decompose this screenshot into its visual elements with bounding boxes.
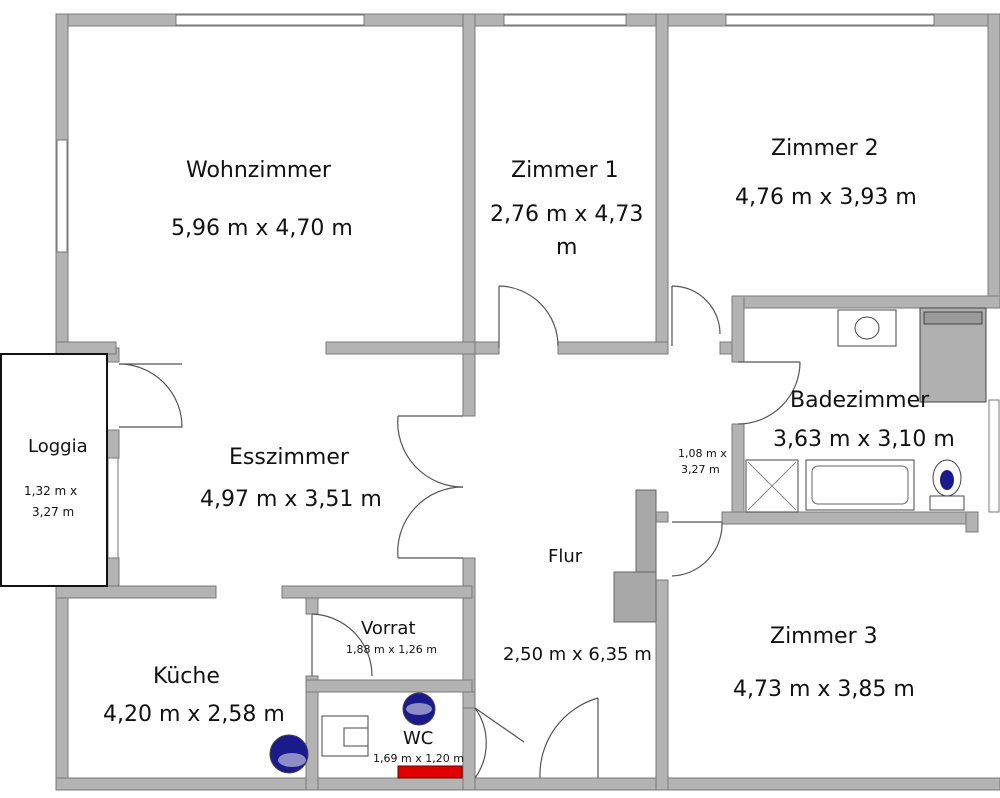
kueche-size: 4,20 m x 2,58 m [103, 702, 285, 727]
zimmer1-name: Zimmer 1 [511, 158, 619, 183]
wall-bath-top [731, 295, 1000, 309]
chimney-shaft [613, 489, 657, 623]
zimmer2-name: Zimmer 2 [771, 136, 879, 161]
wohnzimmer-name: Wohnzimmer [186, 158, 331, 183]
wall-vorrat-bottom [305, 679, 473, 693]
washing-machine-top [923, 311, 983, 325]
wall-vorrat-left-b [305, 675, 319, 791]
vorrat-size: 1,88 m x 1,26 m [346, 643, 437, 656]
window-bath-right [988, 399, 1000, 513]
wall-bath-right-stub [965, 511, 979, 533]
windows [56, 14, 1000, 559]
bath-sink-basin [854, 316, 880, 340]
wall-bottom [55, 777, 1000, 791]
wall-z3-topstub [655, 511, 669, 523]
esszimmer-name: Esszimmer [229, 445, 349, 470]
shower-cross [747, 461, 797, 511]
loggia-size-line1: 1,32 m x [24, 484, 78, 498]
window-z1-top [503, 14, 627, 26]
wc-size: 1,69 m x 1,20 m [373, 752, 464, 765]
flur-size: 2,50 m x 6,35 m [503, 644, 652, 665]
wall-bath-left-a [731, 295, 745, 363]
badezimmer-size: 3,63 m x 3,10 m [773, 427, 955, 452]
wall-bath-left-b [731, 423, 745, 517]
flur-name: Flur [548, 546, 583, 567]
wall-ess-flur-a [462, 353, 476, 417]
zimmer2-size: 4,76 m x 3,93 m [735, 185, 917, 210]
zimmer1-size-line2: m [556, 235, 578, 260]
window-wohn-left [56, 139, 68, 253]
bath-toilet-seat [940, 470, 954, 490]
chimney-upper [635, 489, 657, 573]
doors [118, 285, 801, 779]
door-ess-lower [397, 486, 464, 559]
wohnzimmer-size: 5,96 m x 4,70 m [171, 216, 353, 241]
wall-wc-right [462, 691, 476, 709]
zimmer3-name: Zimmer 3 [770, 624, 878, 649]
wall-left-lower [55, 585, 69, 791]
wall-ess-kueche-a [55, 585, 217, 599]
door-zimmer1 [498, 285, 559, 348]
window-loggia-door [107, 457, 119, 559]
badezimmer-name: Badezimmer [790, 388, 930, 413]
kitchen-bin-lid [278, 753, 306, 767]
wc-basin-rim [406, 703, 432, 715]
wall-z1-z2 [655, 13, 669, 355]
bathtub-inner [811, 465, 909, 505]
loggia-name: Loggia [28, 436, 88, 457]
door-vorrat [311, 613, 373, 677]
esszimmer-size: 4,97 m x 3,51 m [200, 487, 382, 512]
fixtures [269, 307, 987, 779]
nische-size-line1: 1,08 m x [678, 447, 727, 460]
wall-left-mid2 [106, 429, 120, 459]
wall-wohn-bottom-right [325, 341, 476, 355]
zimmer1-size-line1: 2,76 m x 4,73 [490, 202, 644, 227]
door-wc [474, 707, 525, 779]
nische-size-line2: 3,27 m [681, 463, 720, 476]
door-zimmer2 [671, 285, 721, 346]
door-loggia [118, 363, 183, 428]
heater [397, 765, 463, 779]
vorrat-name: Vorrat [361, 618, 416, 639]
kueche-name: Küche [153, 664, 220, 689]
wall-z1-bottom-left [474, 341, 500, 355]
chimney-lower [613, 571, 657, 623]
wall-ess-flur-b [462, 557, 476, 791]
wc-toilet-inner [343, 727, 369, 747]
wall-wohn-z1 [462, 13, 476, 355]
door-entrance [539, 697, 599, 779]
wall-right [987, 13, 1000, 305]
wall-vorrat-left-a [305, 597, 319, 615]
wall-bath-bottom [721, 511, 979, 525]
wall-z3-left [655, 579, 669, 791]
wc-name: WC [403, 728, 434, 749]
loggia-outline [0, 353, 108, 587]
loggia-size-line2: 3,27 m [32, 505, 75, 519]
window-z2-top [725, 14, 935, 26]
door-bath [737, 361, 801, 425]
wall-ess-kueche-b [281, 585, 473, 599]
walls [55, 13, 1000, 791]
window-wohn-top [175, 14, 365, 26]
door-zimmer3 [671, 521, 723, 577]
bath-toilet-tank [929, 495, 965, 511]
wall-z1-bottom-right [557, 341, 669, 355]
wall-wohn-bottom-left [55, 341, 117, 355]
zimmer3-size: 4,73 m x 3,85 m [733, 677, 915, 702]
door-ess-upper [397, 415, 464, 488]
